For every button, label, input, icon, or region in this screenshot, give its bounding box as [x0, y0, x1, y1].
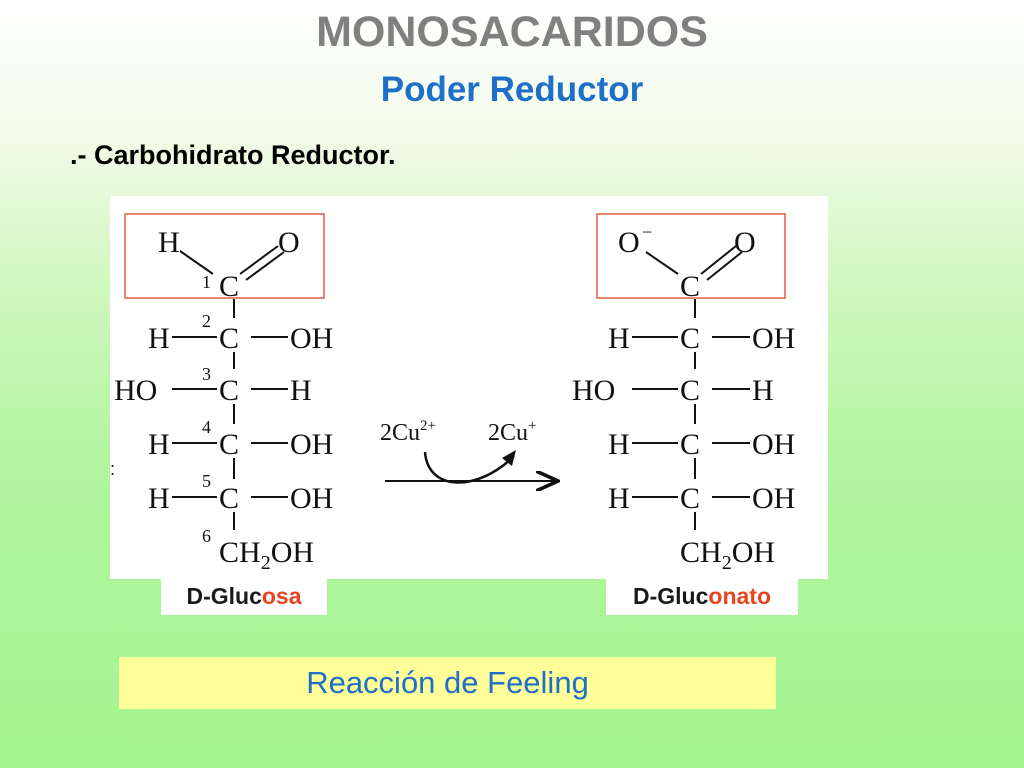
reagent-left: 2Cu2+ — [380, 418, 436, 446]
row-right: OH — [290, 322, 333, 355]
glucose-label: D-Glucosa — [161, 577, 327, 615]
row-right: H — [290, 374, 312, 407]
carboxylate-o: O — [734, 226, 756, 259]
carbon-number-3: 3 — [202, 364, 211, 384]
slide-subtitle: Poder Reductor — [380, 70, 644, 109]
carbon-number-5: 5 — [202, 471, 211, 491]
row-carbon: C — [219, 482, 239, 515]
row-left: H — [608, 482, 630, 515]
row-right: OH — [290, 482, 333, 515]
aldehyde-o: O — [278, 226, 300, 259]
double-bond-a — [239, 245, 279, 275]
row-left: HO — [114, 374, 157, 407]
row-carbon: C — [219, 428, 239, 461]
c1-atom: C — [219, 270, 239, 303]
row-carbon: C — [680, 322, 700, 355]
row-left: H — [608, 428, 630, 461]
double-bond-b — [245, 251, 285, 281]
row-left: H — [608, 322, 630, 355]
row-right: OH — [752, 482, 795, 515]
row-left: H — [148, 428, 170, 461]
row-left: H — [148, 482, 170, 515]
row-right: OH — [290, 428, 333, 461]
terminal-group: CH2OH — [219, 536, 314, 574]
row-right: H — [752, 374, 774, 407]
reaction-name-banner: Reacción de Feeling — [119, 657, 776, 709]
carbon-number-4: 4 — [202, 417, 211, 437]
carbon-number-1: 1 — [202, 272, 211, 292]
bond-h-c1 — [179, 250, 214, 275]
aldehyde-highlight-box — [124, 213, 325, 299]
product-c1-atom: C — [680, 270, 700, 303]
carbon-number-2: 2 — [202, 311, 211, 331]
reagents: 2Cu2+ 2Cu+ : — [110, 418, 556, 483]
carboxylate-highlight-box — [596, 213, 786, 299]
curved-arrow-icon — [423, 451, 515, 484]
carboxylate-o-minus: O — [618, 226, 640, 259]
row-carbon: C — [680, 374, 700, 407]
row-carbon: C — [680, 428, 700, 461]
minus-charge: − — [642, 222, 652, 242]
row-right: OH — [752, 428, 795, 461]
row-carbon: C — [219, 322, 239, 355]
row-carbon: C — [219, 374, 239, 407]
row-carbon: C — [680, 482, 700, 515]
gluconate-label: D-Gluconato — [606, 577, 798, 615]
row-left: HO — [572, 374, 615, 407]
glucose-structure: H O 1 C 2 H C OH 3 HO C H — [114, 213, 333, 574]
reaction-diagram: H O 1 C 2 H C OH 3 HO C H — [110, 196, 828, 579]
row-left: H — [148, 322, 170, 355]
bullet-text: .- Carbohidrato Reductor. — [70, 140, 396, 170]
row-right: OH — [752, 322, 795, 355]
carbon-number-6: 6 — [202, 526, 211, 546]
aldehyde-h: H — [158, 226, 180, 259]
slide-title: MONOSACARIDOS — [316, 8, 708, 56]
reagent-right: 2Cu+ — [488, 418, 536, 446]
terminal-group: CH2OH — [680, 536, 775, 574]
svg-text::: : — [110, 459, 115, 479]
gluconate-structure: O − O C H C OH HO C H H C — [572, 213, 795, 574]
